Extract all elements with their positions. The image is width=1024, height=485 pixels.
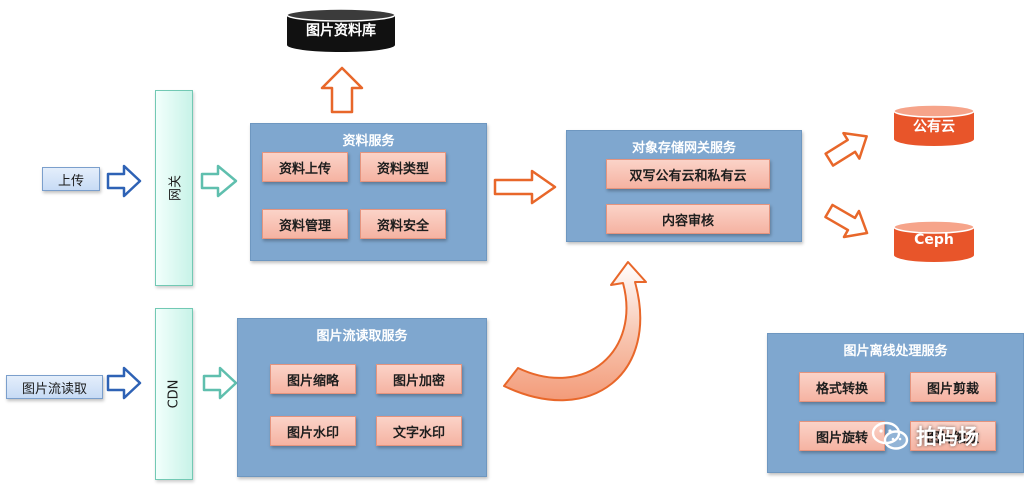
image-scale-item[interactable]: 图片缩放: [910, 421, 996, 451]
material-management-item[interactable]: 资料管理: [262, 209, 348, 239]
image-watermark-item[interactable]: 图片水印: [270, 416, 356, 446]
image-read-service-title: 图片流读取服务: [316, 329, 408, 344]
arrow-storage-to-publiccloud: [824, 131, 868, 167]
storage-gateway-panel: 对象存储网关服务 双写公有云和私有云 内容审核: [566, 130, 802, 242]
gateway-bar: 网关: [155, 90, 193, 286]
image-library-db: 图片资料库: [285, 8, 397, 54]
material-type-item[interactable]: 资料类型: [360, 152, 446, 182]
image-library-label: 图片资料库: [306, 23, 376, 39]
offline-service-panel: 图片离线处理服务 格式转换 图片剪裁 图片旋转 图片缩放: [767, 333, 1024, 473]
text-watermark-item[interactable]: 文字水印: [376, 416, 462, 446]
public-cloud-label: 公有云: [913, 119, 955, 135]
material-service-title: 资料服务: [342, 134, 395, 149]
arrow-material-to-library: [320, 66, 364, 114]
ceph-db: Ceph: [892, 220, 976, 264]
database-icon: [286, 8, 396, 52]
image-crop-item[interactable]: 图片剪裁: [910, 372, 996, 402]
arrow-storage-to-ceph: [824, 203, 869, 239]
watermark-text: 拍码场: [916, 425, 979, 449]
material-security-item[interactable]: 资料安全: [360, 209, 446, 239]
material-service-panel: 资料服务 资料上传 资料类型 资料管理 资料安全: [250, 123, 487, 261]
arrow-imageread-to-storage-curve: [503, 261, 647, 402]
content-review-item[interactable]: 内容审核: [606, 204, 770, 234]
upload-node[interactable]: 上传: [42, 167, 100, 191]
arrow-gateway-to-material: [200, 164, 238, 198]
arrow-stream-to-cdn: [106, 366, 142, 400]
image-encrypt-item[interactable]: 图片加密: [376, 364, 462, 394]
arrow-material-to-storage: [493, 169, 557, 205]
watermark: 拍码场: [870, 420, 979, 452]
ceph-label: Ceph: [914, 232, 954, 248]
arrow-cdn-to-imageread: [202, 366, 238, 400]
cdn-label: CDN: [166, 379, 182, 409]
public-cloud-db: 公有云: [892, 104, 976, 148]
gateway-label: 网关: [168, 174, 184, 202]
cdn-bar: CDN: [155, 308, 193, 480]
image-thumbnail-item[interactable]: 图片缩略: [270, 364, 356, 394]
image-stream-read-node[interactable]: 图片流读取: [6, 375, 103, 399]
material-upload-item[interactable]: 资料上传: [262, 152, 348, 182]
format-convert-item[interactable]: 格式转换: [799, 372, 885, 402]
wechat-icon: [871, 421, 909, 450]
dual-write-item[interactable]: 双写公有云和私有云: [606, 159, 770, 189]
database-icon: [893, 104, 975, 146]
offline-service-title: 图片离线处理服务: [843, 344, 948, 359]
image-rotate-item[interactable]: 图片旋转: [799, 421, 885, 451]
arrow-upload-to-gateway: [106, 164, 142, 198]
image-read-service-panel: 图片流读取服务 图片缩略 图片加密 图片水印 文字水印: [237, 318, 487, 477]
storage-gateway-title: 对象存储网关服务: [631, 141, 736, 156]
database-icon: [893, 220, 975, 262]
